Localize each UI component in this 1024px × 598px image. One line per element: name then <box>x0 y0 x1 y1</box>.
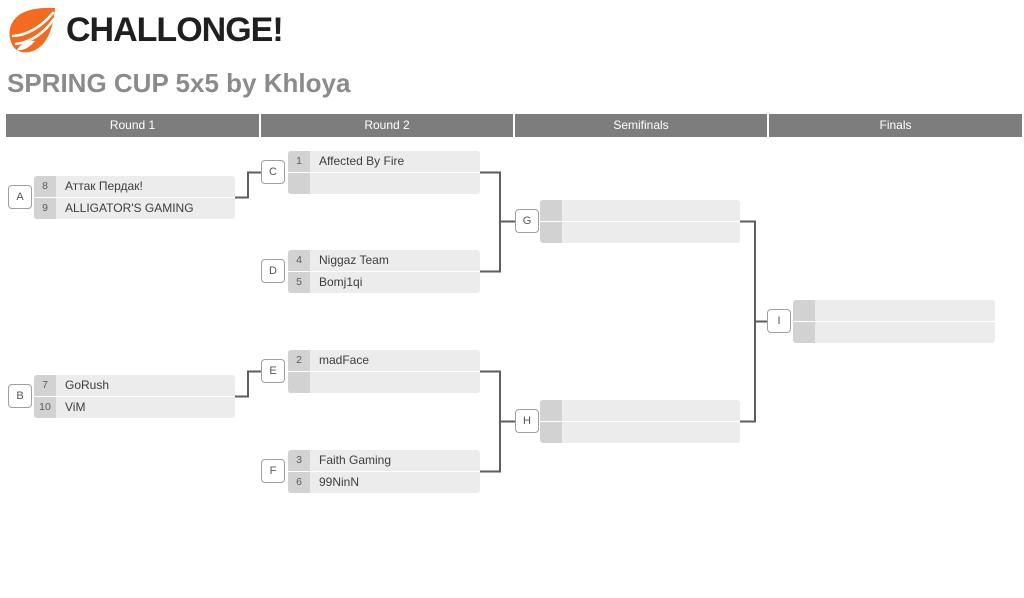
team-name: 99NinN <box>310 472 480 493</box>
seed-number <box>288 372 310 393</box>
team-name: Niggaz Team <box>310 250 480 271</box>
team-name <box>562 222 740 243</box>
seed-number: 3 <box>288 450 310 471</box>
tournament-title: SPRING CUP 5x5 by Khloya <box>7 68 351 98</box>
match-H[interactable] <box>540 400 740 443</box>
match-C[interactable]: 1 Affected By Fire <box>288 151 480 194</box>
match-label-D: D <box>261 259 285 283</box>
seed-number: 7 <box>34 375 56 396</box>
team-name: ALLIGATOR'S GAMING <box>56 198 235 219</box>
match-B[interactable]: 7 GoRush 10 ViM <box>34 375 235 418</box>
match-label-G: G <box>515 209 539 233</box>
seed-number <box>540 200 562 221</box>
team-name <box>815 322 995 343</box>
team-name <box>310 372 480 393</box>
match-G[interactable] <box>540 200 740 243</box>
team-name <box>815 300 995 321</box>
match-slot[interactable]: 9 ALLIGATOR'S GAMING <box>34 198 235 219</box>
match-F[interactable]: 3 Faith Gaming 6 99NinN <box>288 450 480 493</box>
match-slot[interactable]: 6 99NinN <box>288 472 480 493</box>
round-header-semifinals: Semifinals <box>515 114 767 137</box>
seed-number <box>793 322 815 343</box>
challonge-logo[interactable]: CHALLONGE! <box>8 6 284 54</box>
match-slot[interactable]: 7 GoRush <box>34 375 235 396</box>
match-slot[interactable]: 5 Bomj1qi <box>288 272 480 293</box>
team-name: ViM <box>56 397 235 418</box>
match-label-I: I <box>767 309 791 333</box>
team-name <box>562 400 740 421</box>
match-I[interactable] <box>793 300 995 343</box>
match-slot[interactable] <box>793 300 995 321</box>
match-slot[interactable]: 3 Faith Gaming <box>288 450 480 471</box>
match-slot[interactable]: 10 ViM <box>34 397 235 418</box>
round-header-round2: Round 2 <box>261 114 513 137</box>
team-name: madFace <box>310 350 480 371</box>
seed-number: 6 <box>288 472 310 493</box>
team-name <box>310 173 480 194</box>
match-slot[interactable] <box>540 200 740 221</box>
match-D[interactable]: 4 Niggaz Team 5 Bomj1qi <box>288 250 480 293</box>
logo-wordmark: CHALLONGE! <box>66 11 284 49</box>
seed-number <box>540 422 562 443</box>
seed-number <box>540 400 562 421</box>
match-slot[interactable] <box>540 422 740 443</box>
seed-number <box>288 173 310 194</box>
seed-number: 4 <box>288 250 310 271</box>
match-slot[interactable] <box>540 400 740 421</box>
team-name: Faith Gaming <box>310 450 480 471</box>
round-header-round1: Round 1 <box>6 114 259 137</box>
seed-number: 5 <box>288 272 310 293</box>
team-name <box>562 200 740 221</box>
match-label-H: H <box>515 409 539 433</box>
match-E[interactable]: 2 madFace <box>288 350 480 393</box>
match-slot[interactable] <box>288 173 480 194</box>
team-name: Bomj1qi <box>310 272 480 293</box>
match-A[interactable]: 8 Аттак Пердак! 9 ALLIGATOR'S GAMING <box>34 176 235 219</box>
seed-number <box>793 300 815 321</box>
match-slot[interactable] <box>540 222 740 243</box>
seed-number <box>540 222 562 243</box>
match-label-F: F <box>261 459 285 483</box>
seed-number: 1 <box>288 151 310 172</box>
team-name <box>562 422 740 443</box>
match-slot[interactable] <box>793 322 995 343</box>
team-name: Affected By Fire <box>310 151 480 172</box>
match-slot[interactable]: 1 Affected By Fire <box>288 151 480 172</box>
challonge-flame-icon <box>9 7 56 53</box>
match-label-B: B <box>8 384 32 408</box>
seed-number: 2 <box>288 350 310 371</box>
match-slot[interactable]: 8 Аттак Пердак! <box>34 176 235 197</box>
team-name: GoRush <box>56 375 235 396</box>
match-label-C: C <box>261 160 285 184</box>
match-slot[interactable]: 4 Niggaz Team <box>288 250 480 271</box>
seed-number: 9 <box>34 198 56 219</box>
match-label-A: A <box>8 185 32 209</box>
seed-number: 10 <box>34 397 56 418</box>
team-name: Аттак Пердак! <box>56 176 235 197</box>
seed-number: 8 <box>34 176 56 197</box>
match-slot[interactable] <box>288 372 480 393</box>
match-slot[interactable]: 2 madFace <box>288 350 480 371</box>
round-header-finals: Finals <box>769 114 1022 137</box>
match-label-E: E <box>261 359 285 383</box>
